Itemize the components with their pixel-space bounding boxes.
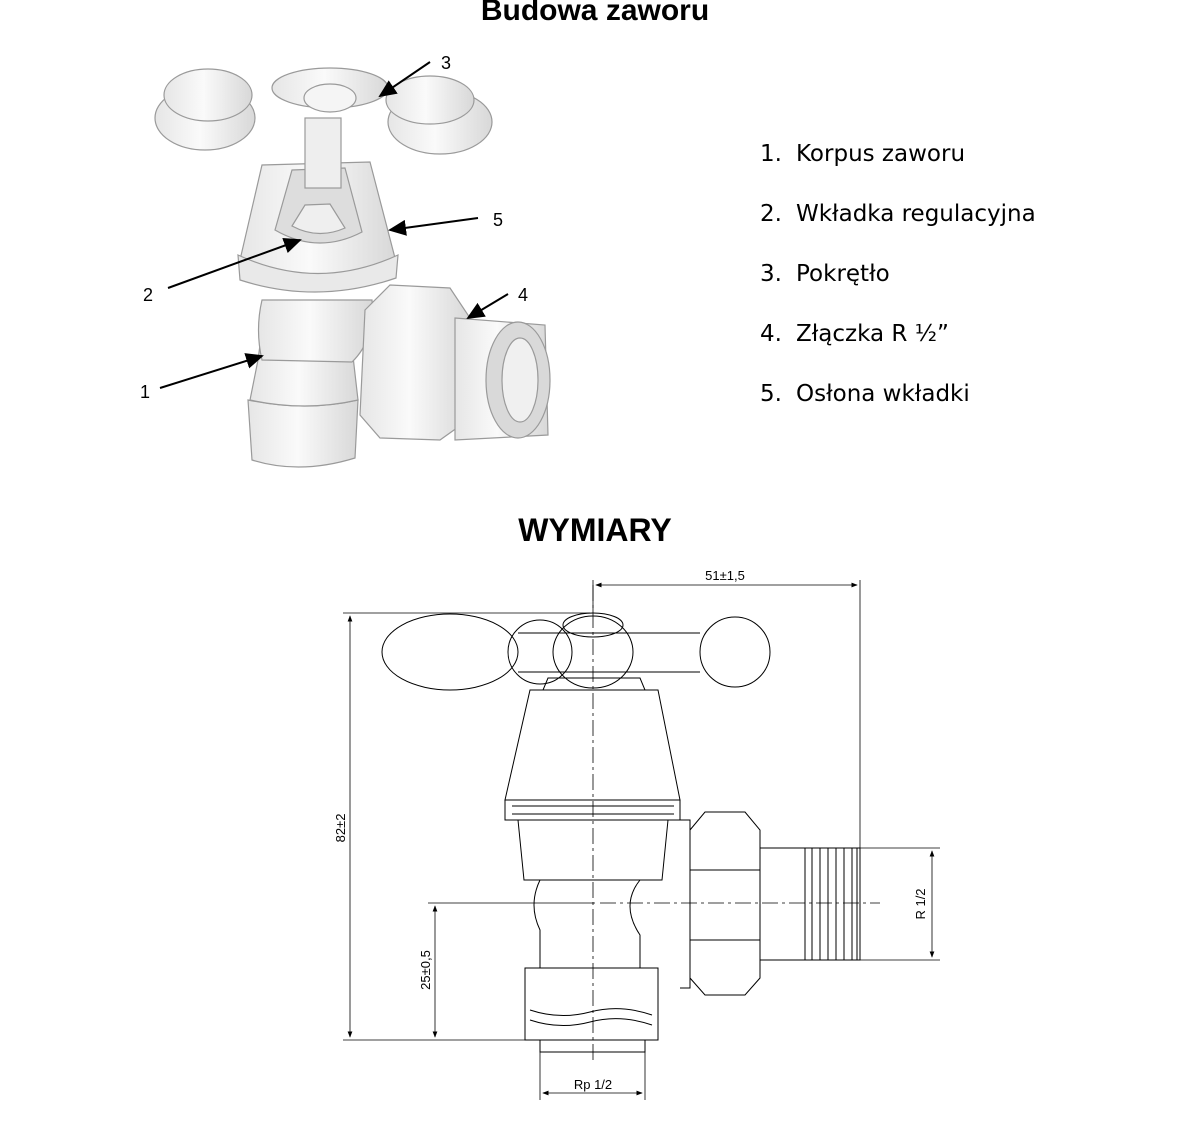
- parts-legend: 1.Korpus zaworu 2.Wkładka regulacyjna 3.…: [760, 136, 1036, 436]
- title-budowa-zaworu: Budowa zaworu: [480, 0, 710, 27]
- callout-label-5: 5: [493, 210, 503, 230]
- dim-height-label: 82±2: [333, 814, 348, 843]
- legend-label: Korpus zaworu: [796, 141, 966, 167]
- dim-inlet-thread-label: Rp 1/2: [574, 1077, 612, 1092]
- valve-body-3d: [154, 67, 551, 468]
- callout-arrow-4: [466, 293, 509, 320]
- legend-item: 4.Złączka R ½”: [760, 321, 949, 347]
- legend-label: Pokrętło: [796, 261, 890, 287]
- legend-item: 3.Pokrętło: [760, 261, 890, 287]
- legend-item: 1.Korpus zaworu: [760, 141, 966, 167]
- legend-label: Wkładka regulacyjna: [796, 201, 1036, 227]
- callout-label-1: 1: [140, 382, 150, 402]
- valve-3d-illustration: 1 2 3 4 5: [140, 53, 551, 468]
- callout-arrow-5: [388, 217, 479, 236]
- dim-outlet-thread-label: R 1/2: [913, 888, 928, 919]
- legend-label: Osłona wkładki: [796, 381, 970, 407]
- callout-arrow-1: [159, 353, 264, 389]
- valve-outline-drawing: [381, 612, 861, 1053]
- dim-axis-height-label: 25±0,5: [418, 950, 433, 990]
- legend-item: 2.Wkładka regulacyjna: [760, 201, 1036, 227]
- callout-arrow-2: [167, 237, 302, 289]
- callout-arrow-3: [378, 61, 431, 98]
- legend-label: Złączka R ½”: [796, 321, 949, 347]
- callout-label-2: 2: [143, 285, 153, 305]
- callout-label-4: 4: [518, 285, 528, 305]
- dim-width-label: 51±1,5: [705, 568, 745, 583]
- title-wymiary: WYMIARY: [518, 512, 672, 548]
- legend-item: 5.Osłona wkładki: [760, 381, 970, 407]
- callout-label-3: 3: [441, 53, 451, 73]
